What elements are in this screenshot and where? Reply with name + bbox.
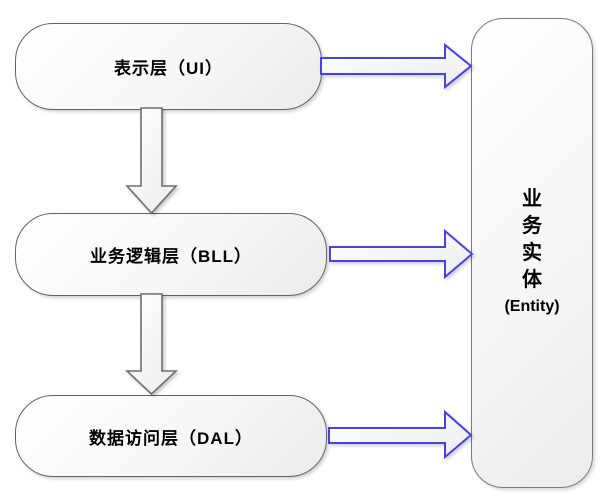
layer-box-bll: 业务逻辑层（BLL） — [15, 213, 327, 296]
layer-label-ui: 表示层（UI） — [114, 59, 223, 78]
entity-latin-label: (Entity) — [504, 298, 560, 315]
entity-box: 业 务 实 体 (Entity) — [471, 18, 593, 488]
layer-box-ui: 表示层（UI） — [15, 23, 322, 110]
layer-label-dal: 数据访问层（DAL） — [89, 428, 253, 448]
arrow-ui-to-entity-icon — [320, 42, 473, 90]
arrow-dal-to-entity-icon — [328, 409, 473, 460]
entity-char-3: 实 — [522, 242, 542, 264]
layer-label-bll: 业务逻辑层（BLL） — [89, 247, 253, 266]
entity-char-2: 务 — [522, 215, 542, 237]
layer-box-dal: 数据访问层（DAL） — [15, 395, 327, 477]
entity-char-4: 体 — [522, 269, 542, 291]
arrow-bll-to-entity-icon — [329, 228, 474, 280]
entity-char-1: 业 — [522, 188, 542, 210]
arrow-ui-to-bll-icon — [125, 107, 178, 215]
arrow-bll-to-dal-icon — [124, 293, 179, 396]
